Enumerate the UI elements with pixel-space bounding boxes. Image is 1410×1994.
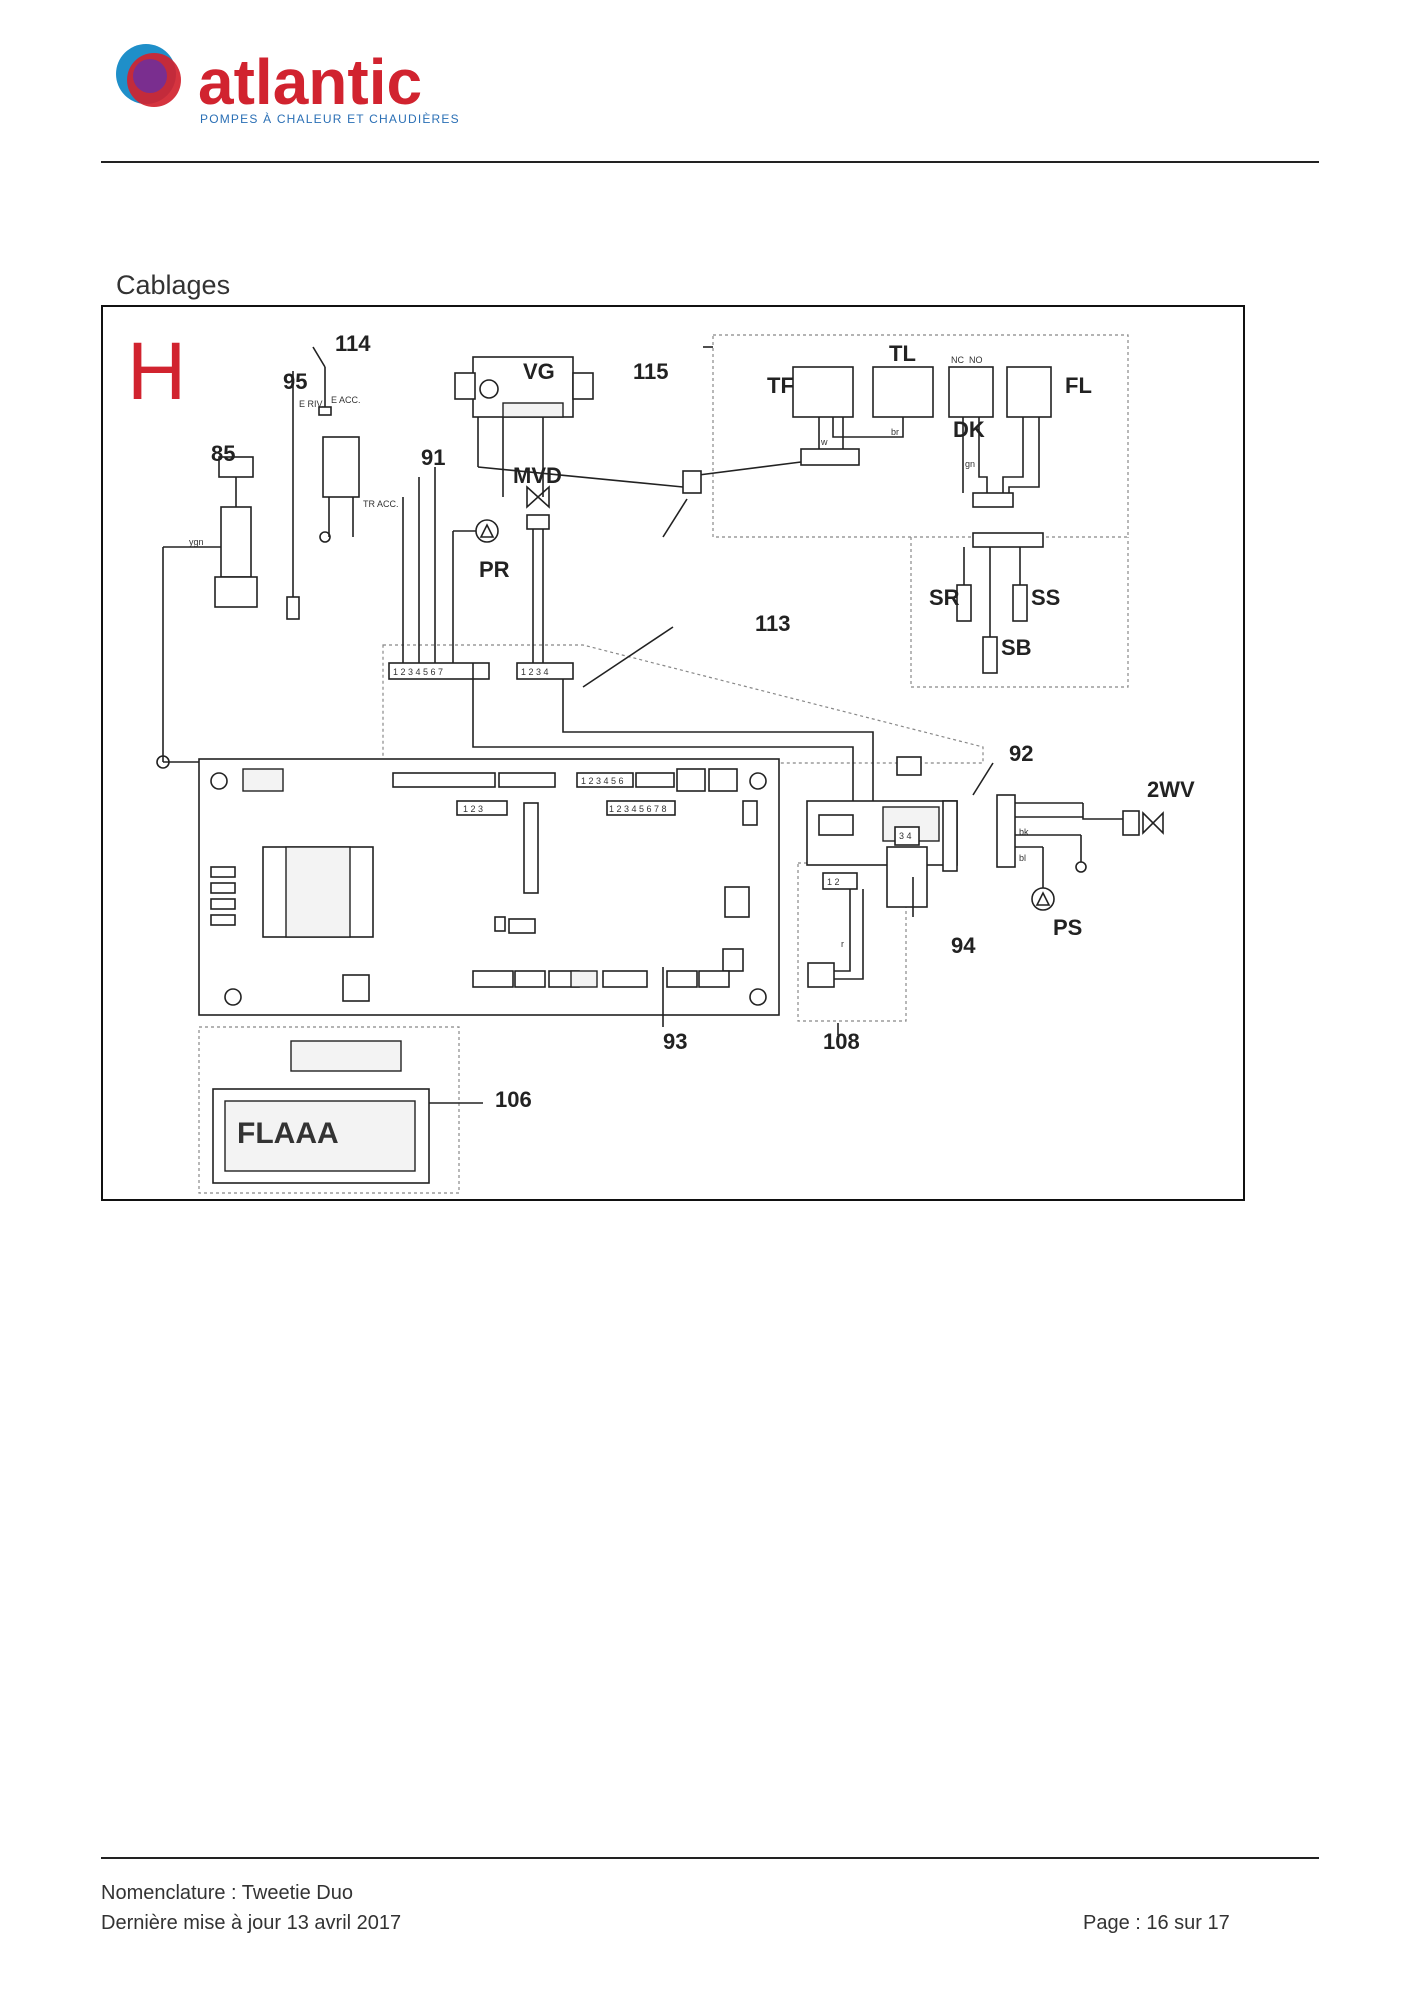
wire-label-e-acc: E ACC. <box>331 395 361 405</box>
display-board-106: FLAAA <box>212 1040 483 1184</box>
connector-sensors <box>972 532 1044 548</box>
brand-wordmark: atlantic <box>198 46 422 118</box>
temperature-sensors <box>956 547 1028 674</box>
label-ps: PS <box>1053 915 1082 940</box>
gas-valve-vg <box>454 356 594 497</box>
footer-divider <box>101 1857 1319 1859</box>
label-sr: SR <box>929 585 960 610</box>
label-ss: SS <box>1031 585 1060 610</box>
tf-thermostat <box>792 366 854 418</box>
ref-91: 91 <box>421 445 445 470</box>
brand-tagline: POMPES À CHALEUR ET CHAUDIÈRES <box>200 111 460 126</box>
ignition-plug-85 <box>156 456 258 769</box>
sensor-sb <box>982 636 998 674</box>
label-mvd: MVD <box>513 463 562 488</box>
pins-3: 1 2 3 <box>463 804 483 814</box>
wire-label-e-riv: E RIV. <box>299 399 324 409</box>
leader-114 <box>312 346 326 368</box>
ref-95: 95 <box>283 369 307 394</box>
tl-thermostat <box>872 366 934 418</box>
pump-pr <box>453 519 499 543</box>
wire-label-no: NO <box>969 355 983 365</box>
panel-115-components <box>477 366 1052 548</box>
label-2wv: 2WV <box>1147 777 1195 802</box>
label-pr: PR <box>479 557 510 582</box>
dk-pressure-switch <box>948 366 994 418</box>
connector-115-dk <box>972 492 1014 508</box>
leader-113 <box>662 498 688 538</box>
main-board-93 <box>163 758 780 1016</box>
sensor-ss <box>1012 584 1028 622</box>
header-divider <box>101 161 1319 163</box>
label-tf: TF <box>767 373 794 398</box>
panel-115-sensors-outline <box>910 537 1129 688</box>
ref-115: 115 <box>633 359 669 384</box>
label-fl: FL <box>1065 373 1092 398</box>
wire-label-tr-acc: TR ACC. <box>363 499 399 509</box>
ref-85: 85 <box>211 441 235 466</box>
atlantic-logo: atlantic POMPES À CHALEUR ET CHAUDIÈRES <box>110 32 490 132</box>
wire-label-w: w <box>820 437 828 447</box>
wire-label-r: r <box>841 939 844 949</box>
harness-108 <box>807 872 864 988</box>
ref-106: 106 <box>495 1087 532 1112</box>
wire-label-bl: bl <box>1019 853 1026 863</box>
wire-label-br: br <box>891 427 899 437</box>
panel-106-outline <box>198 1026 460 1194</box>
wiring-diagram-drawing: FLAAA VG TF TL DK FL SR SS SB MVD PR PS … <box>156 331 1195 1194</box>
panel-113-outline <box>382 644 984 764</box>
panel-115-outline <box>712 334 1129 538</box>
display-digits: FLAAA <box>237 1117 339 1150</box>
wire-label-bk: bk <box>1019 827 1029 837</box>
pins-34: 3 4 <box>899 831 912 841</box>
wire-label-ygn: ygn <box>189 537 204 547</box>
fl-flow-switch <box>1006 366 1052 418</box>
wire-label-nc: NC <box>951 355 964 365</box>
electrodes-95-114 <box>286 367 332 620</box>
footer-document-name: Nomenclature : Tweetie Duo <box>101 1882 353 1904</box>
pins-4: 1 2 3 4 <box>521 667 549 677</box>
wire-label-gn: gn <box>965 459 975 469</box>
pins-8: 1 2 3 4 5 6 7 8 <box>609 804 667 814</box>
ref-94: 94 <box>951 933 976 958</box>
ref-114: 114 <box>335 331 371 356</box>
label-tl: TL <box>889 341 916 366</box>
label-sb: SB <box>1001 635 1032 660</box>
leader-92 <box>972 762 994 796</box>
connector-115-main <box>800 448 860 466</box>
wiring-diagram: FLAAA VG TF TL DK FL SR SS SB MVD PR PS … <box>101 305 1245 1201</box>
diverter-valve-mvd <box>526 485 550 663</box>
ref-93: 93 <box>663 1029 687 1054</box>
pins-6: 1 2 3 4 5 6 <box>581 776 624 786</box>
ref-92: 92 <box>1009 741 1033 766</box>
ref-113: 113 <box>755 611 791 636</box>
label-dk: DK <box>953 417 985 442</box>
section-letter: H <box>127 326 187 417</box>
auxiliary-board-94 <box>806 756 958 908</box>
label-vg: VG <box>523 359 555 384</box>
pins-2: 1 2 <box>827 877 840 887</box>
ref-108: 108 <box>823 1029 860 1054</box>
footer-page-number: Page : 16 sur 17 <box>1083 1912 1230 1934</box>
pins-7: 1 2 3 4 5 6 7 <box>393 667 443 677</box>
connector-113 <box>388 467 874 827</box>
ignition-transformer-91 <box>319 436 360 543</box>
valve-2wv-and-ps <box>996 794 1164 911</box>
logo-mark: atlantic POMPES À CHALEUR ET CHAUDIÈRES <box>116 44 460 126</box>
footer-last-updated: Dernière mise à jour 13 avril 2017 <box>101 1912 402 1934</box>
section-title: Cablages <box>116 270 231 300</box>
